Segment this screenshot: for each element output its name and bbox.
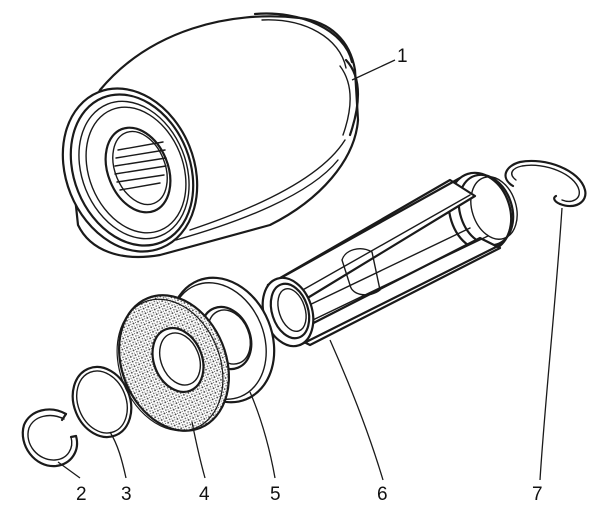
- callout-3: 3: [121, 484, 132, 505]
- callout-4: 4: [199, 484, 210, 505]
- center-tube: [261, 171, 518, 348]
- snap-ring-small: [21, 408, 79, 468]
- leader-lines: [57, 59, 563, 481]
- callout-6: 6: [377, 484, 388, 505]
- callout-7: 7: [532, 484, 543, 505]
- snap-ring-large: [504, 159, 587, 208]
- callout-5: 5: [270, 484, 281, 505]
- callout-1: 1: [397, 46, 408, 67]
- callout-2: 2: [76, 484, 87, 505]
- filter-cartridge: [61, 12, 360, 259]
- o-ring: [71, 365, 133, 439]
